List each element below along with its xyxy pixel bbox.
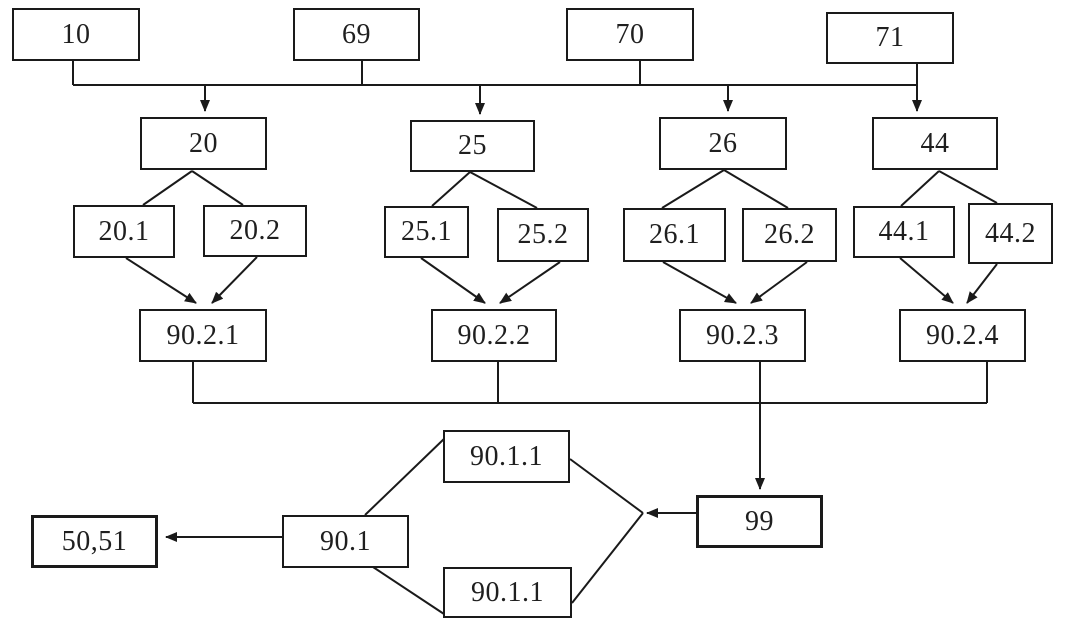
node-90.2.3: 90.2.3	[679, 309, 806, 362]
node-90.1.1-bottom: 90.1.1	[443, 567, 572, 618]
node-99: 99	[696, 495, 823, 548]
split-25	[431, 171, 538, 209]
arrow-20.2-to-90.2.1	[211, 256, 258, 304]
90.1-diagonals	[364, 436, 447, 615]
node-90.2.2: 90.2.2	[431, 309, 557, 362]
split-20	[142, 170, 244, 206]
node-20: 20	[140, 117, 267, 170]
node-26.2: 26.2	[742, 208, 837, 262]
arrow-44.2-to-90.2.4	[966, 263, 998, 304]
node-44: 44	[872, 117, 998, 170]
node-69: 69	[293, 8, 420, 61]
node-44.2: 44.2	[968, 203, 1053, 264]
top-bus-line	[72, 61, 918, 86]
node-10: 10	[12, 8, 140, 61]
arrow-44.1-to-90.2.4	[899, 257, 954, 304]
node-50-51: 50,51	[31, 515, 158, 568]
node-90.1: 90.1	[282, 515, 409, 568]
junction-diagonals	[569, 458, 644, 604]
node-25.1: 25.1	[384, 206, 469, 258]
node-20.2: 20.2	[203, 205, 307, 257]
node-70: 70	[566, 8, 694, 61]
node-90.1.1-top: 90.1.1	[443, 430, 570, 483]
node-26: 26	[659, 117, 787, 170]
arrow-20.1-to-90.2.1	[125, 257, 197, 304]
node-26.1: 26.1	[623, 208, 726, 262]
bottom-bus-line	[192, 362, 988, 404]
node-71: 71	[826, 12, 954, 64]
split-44	[900, 170, 998, 207]
split-26	[661, 169, 789, 209]
node-20.1: 20.1	[73, 205, 175, 258]
arrow-25.2-to-90.2.2	[499, 261, 561, 304]
node-90.2.1: 90.2.1	[139, 309, 267, 362]
node-90.2.4: 90.2.4	[899, 309, 1026, 362]
arrow-26.2-to-90.2.3	[750, 261, 808, 304]
node-25: 25	[410, 120, 535, 172]
arrow-25.1-to-90.2.2	[420, 257, 486, 304]
arrow-26.1-to-90.2.3	[662, 261, 737, 304]
node-25.2: 25.2	[497, 208, 589, 262]
node-44.1: 44.1	[853, 206, 955, 258]
